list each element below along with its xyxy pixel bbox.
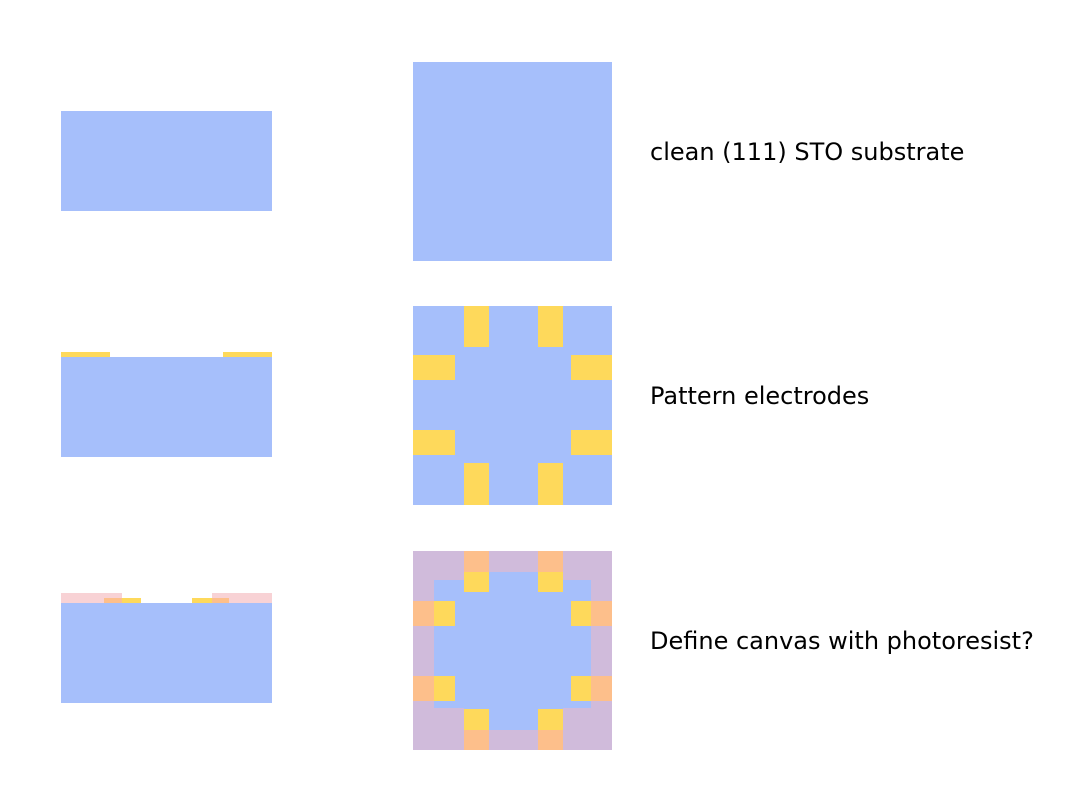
electrode-left-lower xyxy=(413,430,455,455)
substrate-cross-section xyxy=(61,603,272,703)
electrode-right-lower xyxy=(571,430,612,455)
photoresist-electrode-overlap-left xyxy=(104,598,122,603)
electrode-right-lower xyxy=(571,676,591,701)
electrode-bottom-right xyxy=(538,463,563,505)
electrode-cross-section-right xyxy=(192,598,229,603)
electrode-right-upper xyxy=(571,601,591,626)
step-2-label: Pattern electrodes xyxy=(650,382,869,410)
electrode-bottom-right-covered xyxy=(538,730,563,750)
electrode-cross-section-right xyxy=(223,352,272,357)
step-1: clean (111) STO substrate xyxy=(61,62,964,261)
substrate-top-view xyxy=(413,306,612,505)
step-3-label: Define canvas with photoresist? xyxy=(650,627,1034,655)
step-3-top-view xyxy=(413,551,612,750)
photoresist-cross-section-right xyxy=(212,593,272,603)
electrode-left-lower-covered xyxy=(413,676,434,701)
substrate-top-view xyxy=(413,62,612,261)
electrode-top-right-covered xyxy=(538,551,563,572)
substrate-cross-section xyxy=(61,111,272,211)
electrode-left-lower xyxy=(434,676,455,701)
electrode-top-right xyxy=(538,572,563,592)
electrode-bottom-left-covered xyxy=(464,730,489,750)
photoresist-cross-section-left xyxy=(61,593,122,603)
electrode-top-left xyxy=(464,572,489,592)
step-2-top-view xyxy=(413,306,612,505)
electrode-left-upper-covered xyxy=(413,601,434,626)
substrate-cross-section xyxy=(61,357,272,457)
electrode-left-upper xyxy=(413,355,455,380)
electrode-left-upper xyxy=(434,601,455,626)
electrode-bottom-right xyxy=(538,709,563,730)
electrode-bottom-left xyxy=(464,463,489,505)
step-2-cross-section xyxy=(61,352,272,457)
electrode-right-lower-covered xyxy=(591,676,612,701)
electrode-bottom-left xyxy=(464,709,489,730)
step-1-cross-section xyxy=(61,111,272,211)
step-1-label: clean (111) STO substrate xyxy=(650,138,964,166)
substrate-canvas xyxy=(434,572,591,730)
photoresist-electrode-overlap-right xyxy=(212,598,229,603)
electrode-top-left-covered xyxy=(464,551,489,572)
electrode-right-upper-covered xyxy=(591,601,612,626)
electrode-right-upper xyxy=(571,355,612,380)
step-3: Define canvas with photoresist? xyxy=(61,551,1034,750)
step-2: Pattern electrodes xyxy=(61,306,869,505)
electrode-cross-section-left xyxy=(104,598,141,603)
step-1-top-view xyxy=(413,62,612,261)
step-3-cross-section xyxy=(61,593,272,703)
electrode-cross-section-left xyxy=(61,352,110,357)
electrode-top-right xyxy=(538,306,563,347)
electrode-top-left xyxy=(464,306,489,347)
